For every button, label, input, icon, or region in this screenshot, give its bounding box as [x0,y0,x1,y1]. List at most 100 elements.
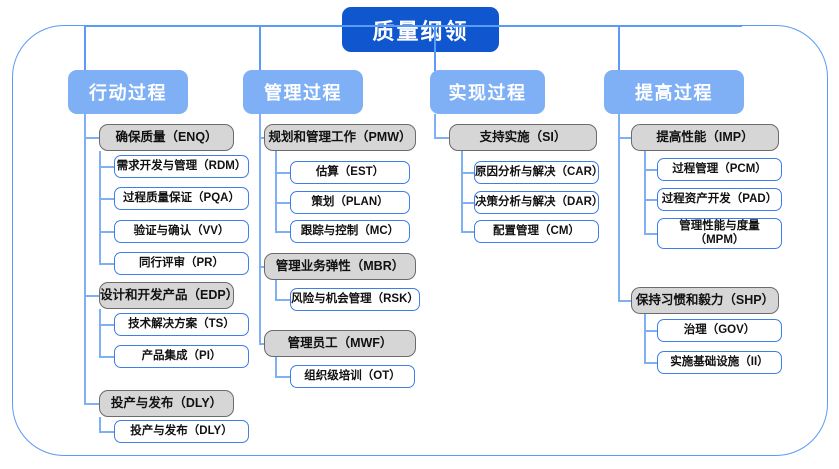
category-header-3-label: 实现过程 [448,83,527,103]
group-box-edp-label: 设计和开发产品（EDP） [100,288,239,303]
col2-g3-c1-stub [275,376,291,378]
col2-g1-c1-stub [275,172,291,174]
leaf-box-mc[interactable]: 跟踪与控制（MC） [290,220,410,243]
col2-g3-stub [259,343,265,345]
group-box-dly[interactable]: 投产与发布（DLY） [99,390,234,417]
leaf-box-pr[interactable]: 同行评审（PR） [114,252,249,275]
group-box-mwf-label: 管理员工（MWF） [287,336,393,351]
col2-g1-stub [259,137,265,139]
col4-g1-stub [618,137,632,139]
category-header-1[interactable]: 行动过程 [68,70,188,114]
group-box-pmw[interactable]: 规划和管理工作（PMW） [264,124,416,151]
leaf-box-rdm[interactable]: 需求开发与管理（RDM） [114,155,249,178]
category-header-2[interactable]: 管理过程 [243,70,363,114]
col4-g1-c3-stub [644,233,658,235]
leaf-box-ts[interactable]: 技术解决方案（TS） [114,313,249,336]
col1-g1-stub [84,137,100,139]
col4-g2-c1-stub [644,330,658,332]
col2-g1-substem [275,151,277,231]
group-box-imp-label: 提高性能（IMP） [656,130,754,145]
leaf-box-dar[interactable]: 决策分析与解决（DAR） [474,191,603,214]
leaf-box-car-label: 原因分析与解决（CAR） [475,165,604,178]
leaf-box-est-label: 估算（EST） [315,165,385,178]
leaf-box-cm-label: 配置管理（CM） [493,224,580,237]
col3-spine [434,114,436,138]
leaf-box-vv[interactable]: 验证与确认（VV） [114,220,249,243]
leaf-box-pad[interactable]: 过程资产开发（PAD） [657,188,782,211]
group-box-shp[interactable]: 保持习惯和毅力（SHP） [631,287,779,314]
group-box-mwf[interactable]: 管理员工（MWF） [264,330,416,357]
leaf-box-pqa-label: 过程质量保证（PQA） [123,191,240,204]
leaf-box-ii-label: 实施基础设施（II） [670,355,769,368]
group-box-edp[interactable]: 设计和开发产品（EDP） [99,282,239,309]
root-drop-col2 [259,25,261,71]
leaf-box-rsk[interactable]: 风险与机会管理（RSK） [290,288,420,311]
leaf-box-pcm-label: 过程管理（PCM） [672,162,767,175]
leaf-box-car[interactable]: 原因分析与解决（CAR） [474,161,604,184]
group-box-enq-label: 确保质量（ENQ） [115,130,218,145]
leaf-box-est[interactable]: 估算（EST） [290,161,410,184]
group-box-dly-label: 投产与发布（DLY） [110,396,223,411]
leaf-box-dly-child-label: 投产与发布（DLY） [130,424,233,437]
col1-g1-c1-stub [99,166,115,168]
group-box-mbr-label: 管理业务弹性（MBR） [275,259,405,274]
col1-g2-stub [84,295,100,297]
group-box-si-label: 支持实施（SI） [479,130,567,145]
col4-g1-c1-stub [644,169,658,171]
leaf-box-pqa[interactable]: 过程质量保证（PQA） [114,187,249,210]
col1-g1-c4-stub [99,263,115,265]
col1-g3-stub [84,403,100,405]
col3-g1-c2-stub [461,202,475,204]
leaf-box-ot[interactable]: 组织级培训（OT） [290,365,415,388]
col2-g2-c1-stub [275,299,291,301]
col4-g2-substem [644,314,646,363]
col4-g1-c2-stub [644,199,658,201]
category-header-3[interactable]: 实现过程 [430,70,545,114]
root-drop-col4 [618,25,620,71]
col1-spine [84,114,86,403]
col4-g1-substem [644,151,646,234]
leaf-box-pcm[interactable]: 过程管理（PCM） [657,158,782,181]
col1-g1-c3-stub [99,231,115,233]
group-box-si[interactable]: 支持实施（SI） [449,124,597,151]
root-drop-col1 [84,25,86,71]
group-box-imp[interactable]: 提高性能（IMP） [631,124,779,151]
leaf-box-pad-label: 过程资产开发（PAD） [661,192,778,205]
root-title-box[interactable]: 质量纲领 [342,7,499,52]
col1-g2-c2-stub [99,356,115,358]
leaf-box-mpm[interactable]: 管理性能与度量（MPM） [657,218,782,249]
leaf-box-gov[interactable]: 治理（GOV） [657,319,782,342]
category-header-4[interactable]: 提高过程 [604,70,744,114]
leaf-box-plan[interactable]: 策划（PLAN） [290,191,410,214]
col2-g2-stub [259,266,265,268]
col1-g1-substem [99,151,101,263]
col2-g3-substem [275,357,277,377]
col1-g3-c1-stub [99,431,115,433]
leaf-box-ts-label: 技术解决方案（TS） [128,317,235,330]
root-drop-col3 [434,25,436,71]
leaf-box-pr-label: 同行评审（PR） [139,256,224,269]
leaf-box-dly-child[interactable]: 投产与发布（DLY） [114,420,249,443]
leaf-box-ii[interactable]: 实施基础设施（II） [657,351,782,374]
col3-g1-c1-stub [461,172,475,174]
leaf-box-pi[interactable]: 产品集成（PI） [114,345,249,368]
leaf-box-vv-label: 验证与确认（VV） [133,224,230,237]
col1-g3-substem [99,417,101,432]
col3-g1-substem [461,151,463,231]
leaf-box-mpm-label: 管理性能与度量（MPM） [679,220,760,246]
leaf-box-gov-label: 治理（GOV） [683,323,756,336]
col4-spine [618,114,620,301]
group-box-shp-label: 保持习惯和毅力（SHP） [635,293,775,308]
category-header-2-label: 管理过程 [264,83,342,103]
col4-g2-stub [618,300,632,302]
col1-g1-c2-stub [99,198,115,200]
category-header-1-label: 行动过程 [89,83,167,103]
leaf-box-cm[interactable]: 配置管理（CM） [474,220,599,243]
col3-g1-stub [434,137,450,139]
col2-g1-c3-stub [275,231,291,233]
col1-g2-c1-stub [99,324,115,326]
group-box-enq[interactable]: 确保质量（ENQ） [99,124,234,151]
group-box-mbr[interactable]: 管理业务弹性（MBR） [264,253,416,280]
leaf-box-ot-label: 组织级培训（OT） [304,369,401,382]
